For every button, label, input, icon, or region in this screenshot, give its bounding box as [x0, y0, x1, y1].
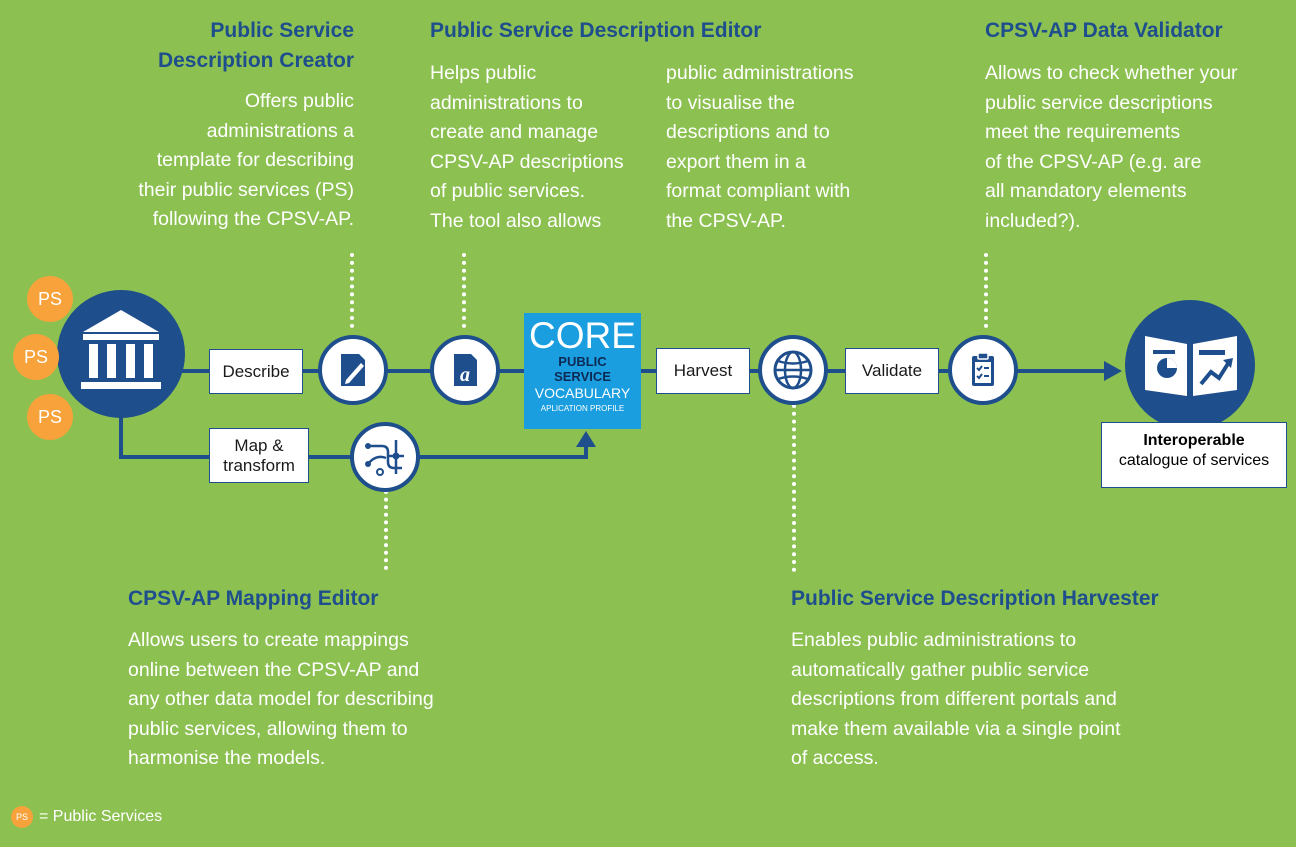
editor-title: Public Service Description Editor: [430, 19, 762, 42]
clipboard-check-icon: [948, 335, 1018, 405]
legend-ps-badge: PS: [11, 806, 33, 828]
ps-badge: PS: [27, 276, 73, 322]
ps-badge: PS: [27, 394, 73, 440]
document-a-glyph: a: [460, 364, 470, 386]
legend: PS = Public Services: [11, 806, 162, 828]
interoperable-catalogue-label: Interoperable catalogue of services: [1101, 422, 1287, 488]
government-building-icon: [57, 290, 185, 418]
editor-description-col1: Helps public administrations to create a…: [430, 62, 624, 232]
legend-text: = Public Services: [39, 808, 163, 825]
mapping-connector: [384, 490, 388, 570]
core-public: PUBLIC: [558, 354, 607, 369]
output-rest: catalogue of services: [1118, 452, 1270, 469]
harvester-connector: [792, 404, 796, 572]
editor-description-col2: public administrations to visualise the …: [666, 62, 854, 232]
core-profile: APLICATION PROFILE: [540, 404, 625, 413]
validator-title: CPSV-AP Data Validator: [985, 19, 1223, 42]
editor-connector: [462, 253, 466, 328]
globe-icon: [758, 335, 828, 405]
creator-description: Offers public administrations a template…: [138, 90, 354, 230]
creator-connector: [350, 253, 354, 328]
ps-badge: PS: [13, 334, 59, 380]
validator-connector: [984, 253, 988, 328]
mapping-editor-title: CPSV-AP Mapping Editor: [128, 587, 379, 610]
core-vocabulary: VOCABULARY: [534, 385, 631, 401]
core-title: CORE: [529, 315, 636, 356]
output-bold: Interoperable: [1143, 432, 1245, 449]
harvester-title: Public Service Description Harvester: [791, 587, 1159, 610]
document-a-icon: a: [430, 335, 500, 405]
document-pen-icon: [318, 335, 388, 405]
harvester-description: Enables public administrations to automa…: [791, 629, 1121, 769]
main-arrowhead: [1104, 361, 1122, 381]
mapping-editor-description: Allows users to create mappings online b…: [128, 629, 434, 769]
validate-label: Validate: [845, 348, 939, 394]
map-transform-label: Map & transform: [209, 428, 309, 483]
network-map-icon: [350, 422, 420, 492]
validator-description: Allows to check whether your public serv…: [985, 62, 1238, 232]
core-service: SERVICE: [554, 369, 611, 384]
creator-title: Public Service Description Creator: [157, 19, 354, 72]
describe-label: Describe: [209, 349, 303, 394]
core-vocabulary-box: CORE PUBLIC SERVICE VOCABULARY APLICATIO…: [524, 313, 641, 429]
harvest-label: Harvest: [656, 348, 750, 394]
catalogue-book-icon: [1125, 300, 1255, 430]
branch-arrowhead: [576, 431, 596, 447]
